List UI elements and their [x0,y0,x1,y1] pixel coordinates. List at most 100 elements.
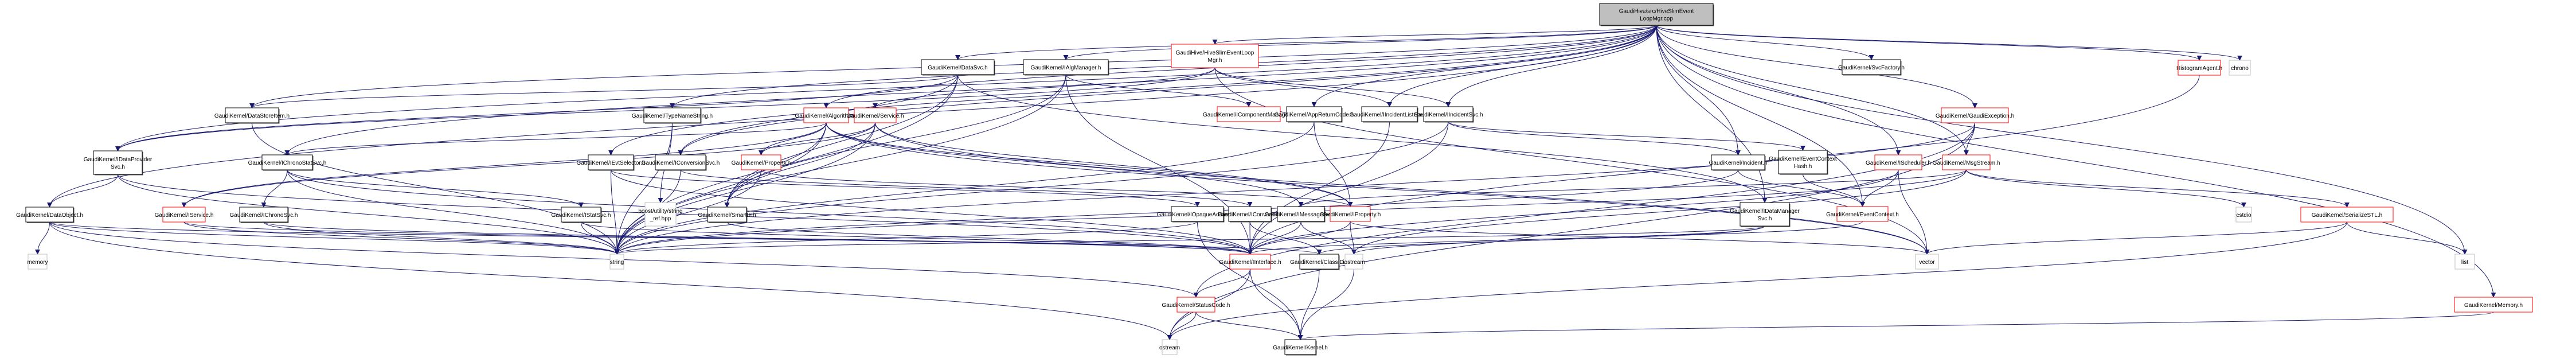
node-iconverter[interactable]: GaudiKernel/IConverter.h [1218,206,1283,223]
node-box-iostream [1344,254,1363,270]
node-svcfactory[interactable]: GaudiKernel/SvcFactory.h [1838,59,1905,76]
node-vector: vector [1915,254,1939,270]
edge-ievtselector-to-iinterface [611,169,1253,255]
node-cstdio: cstdio [2235,207,2252,223]
node-shadow-eventcontexthash [1780,151,1828,175]
node-label-root: GaudiHive/src/HiveSlimEvent [1619,9,1694,15]
edge-service-to-string [614,122,875,255]
edge-imessagesvc-to-iostream [1300,221,1357,255]
node-label-idatamanagersvc: Svc.h [1757,216,1772,222]
node-shadow-smartif [709,208,748,223]
node-service[interactable]: GaudiKernel/Service.h [846,107,904,123]
edge-property-to-string [614,169,761,255]
node-label-algorithm: GaudiKernel/Algorithm.h [795,113,858,119]
edge-root-to-ichronostatsvc [284,25,1657,155]
node-iopaqueaddress[interactable]: GaudiKernel/IOpaqueAddress.h [1157,206,1238,223]
edge-iincidentsvc-to-eventcontexthash [1448,121,1805,151]
edge-algorithm-to-ichronostatsvc [284,122,827,155]
edge-root-to-gaudiexception [1656,25,1977,108]
edge-iservice-to-string [183,221,620,255]
node-label-idatamanagersvc: GaudiKernel/IDataManager [1730,208,1800,215]
node-label-datastoreitem: GaudiKernel/DataStoreItem.h [214,113,290,119]
node-ievtselector[interactable]: GaudiKernel/IEvtSelector.h [576,154,646,171]
node-statuscode[interactable]: GaudiKernel/StatusCode.h [1162,297,1230,313]
edge-root-to-dataobject [47,25,1657,208]
edge-serializestl-to-ostream [1167,221,2347,340]
node-gaudiexception[interactable]: GaudiKernel/GaudiException.h [1936,107,2014,123]
edge-iproperty-to-vector [1350,221,1930,255]
node-label-memoryh: GaudiKernel/Memory.h [2464,302,2523,309]
edge-root-to-datasvc [955,25,1657,60]
node-box-idatamanagersvc [1740,202,1790,227]
node-iconversionsvc[interactable]: GaudiKernel/IConversionSvc.h [642,154,720,171]
node-msgstream[interactable]: GaudiKernel/MsgStream.h [1933,154,2000,170]
node-ichronostatsvc[interactable]: GaudiKernel/IChronoStatSvc.h [248,154,327,171]
node-histagent[interactable]: HistogramAgent.h [2176,60,2222,76]
node-typenamestring[interactable]: GaudiKernel/TypeNameString.h [632,107,713,124]
node-shadow-datastoreitem [226,109,280,124]
node-ichronosvc[interactable]: GaudiKernel/IChronoSvc.h [230,207,298,223]
edge-msgstream-to-serializestl [1966,169,2350,208]
node-ialgmgr[interactable]: GaudiKernel/IAlgManager.h [1023,59,1109,76]
edge-ichronosvc-to-string [263,221,620,255]
node-shadow-incident [1713,156,1766,171]
edge-iincidentsvc-to-incident [1448,121,1741,155]
node-shadow-kernel [1286,341,1317,356]
edge-statuscode-to-ostream [1167,312,1197,340]
node-algorithm[interactable]: GaudiKernel/Algorithm.h [795,107,858,123]
node-box-ievtselector [588,154,634,170]
node-box-eventcontexthash [1778,150,1828,174]
node-label-iincidentsvc: GaudiKernel/IIncidentSvc.h [1413,112,1483,118]
edge-datasvc-to-idatamanagersvc [957,74,1768,203]
node-imessagesvc[interactable]: GaudiKernel/IMessageSvc.h [1265,206,1338,223]
node-datasvc[interactable]: GaudiKernel/DataSvc.h [921,59,995,76]
node-iincidentsvc[interactable]: GaudiKernel/IIncidentSvc.h [1413,106,1483,123]
node-box-imessagesvc [1277,206,1325,222]
edge-root-to-hiveslimh [1212,25,1657,45]
node-icompmgr[interactable]: GaudiKernel/IComponentManager.h [1203,106,1295,122]
node-appreturncode[interactable]: GaudiKernel/AppReturnCode.h [1275,106,1354,123]
node-classid[interactable]: GaudiKernel/ClassID.h [1290,254,1348,270]
node-iinterface[interactable]: GaudiKernel/IInterface.h [1219,254,1281,270]
node-datastoreitem[interactable]: GaudiKernel/DataStoreItem.h [214,107,290,124]
edge-service-to-iservice [181,122,875,208]
edge-ialgmgr-to-iinterface [1065,74,1253,255]
node-iservice[interactable]: GaudiKernel/IService.h [155,207,214,223]
node-shadow-svcfactory [1843,61,1902,76]
node-label-root: LoopMgr.cpp [1640,16,1673,22]
node-box-algorithm [803,107,849,123]
edge-service-to-property [759,122,875,155]
node-label-string: string [610,259,624,266]
node-kernel[interactable]: GaudiKernel/Kernel.h [1273,339,1328,356]
node-box-msgstream [1942,154,1991,170]
node-serializestl[interactable]: GaudiKernel/SerializeSTL.h [2300,207,2394,223]
edge-dataobject-to-ostream [49,221,1172,340]
edge-root-to-typenamestring [670,25,1657,108]
node-incident[interactable]: GaudiKernel/Incident.h [1709,154,1768,171]
node-label-classid: GaudiKernel/ClassID.h [1290,259,1348,266]
node-label-incident: GaudiKernel/Incident.h [1709,160,1768,166]
node-property[interactable]: GaudiKernel/Property.h [732,154,791,170]
node-label-property: GaudiKernel/Property.h [732,160,791,166]
node-label-ichronostatsvc: GaudiKernel/IChronoStatSvc.h [248,160,327,166]
node-dataobject[interactable]: GaudiKernel/DataObject.h [16,207,83,223]
edge-service-to-vector [875,122,1930,255]
node-smartif[interactable]: GaudiKernel/SmartIF.h [698,207,756,223]
edge-ichronostatsvc-to-ichronosvc [261,169,288,208]
node-iproperty[interactable]: GaudiKernel/IProperty.h [1320,206,1381,222]
node-label-dataobject: GaudiKernel/DataObject.h [16,212,83,219]
node-box-statuscode [1176,297,1215,313]
node-istatsvc[interactable]: GaudiKernel/IStatSvc.h [552,207,611,223]
node-shadow-typenamestring [645,109,702,124]
node-eventcontext[interactable]: GaudiKernel/EventContext.h [1826,206,1899,222]
node-iincidentlistener[interactable]: GaudiKernel/IIncidentListener.h [1350,106,1430,123]
node-shadow-root [1601,5,1714,26]
edge-ichronostatsvc-to-string [287,169,620,255]
node-memoryh[interactable]: GaudiKernel/Memory.h [2454,297,2533,313]
node-ischeduler[interactable]: GaudiKernel/IScheduler.h [1866,154,1931,170]
